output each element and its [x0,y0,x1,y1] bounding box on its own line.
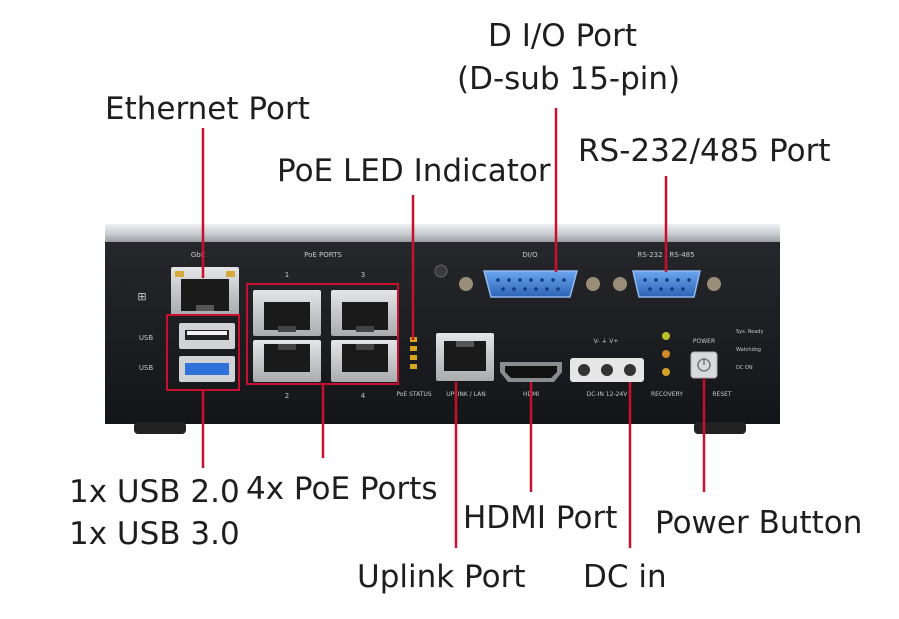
status-leds [662,332,670,376]
label-port-4: 4 [361,392,366,400]
label-led-dc: DC ON [736,365,753,371]
callout-usb-line1: 1x USB 2.0 [69,474,240,510]
panel-screw [434,264,448,278]
rs232-screw-left [613,277,627,291]
dio-screw-right [586,277,600,291]
rs232-port [632,270,701,298]
callout-usb-line2: 1x USB 3.0 [69,516,240,552]
callout-power: Power Button [655,505,863,541]
poe-port-3 [331,290,399,336]
label-reset: RESET [712,391,732,398]
label-dio: DI/O [522,251,538,259]
callout-poe-led: PoE LED Indicator [277,153,551,189]
hdmi-port [500,362,562,382]
label-led-sys: Sys. Ready [736,329,763,335]
callout-dcin: DC in [583,559,667,595]
usb-2-port [179,323,235,349]
callout-uplink: Uplink Port [357,559,526,595]
callout-dio-line2: (D-sub 15-pin) [457,61,681,97]
network-icon: ⊞ [137,290,146,303]
callout-poe-ports: 4x PoE Ports [246,471,438,507]
label-uplink-lan: UPLINK / LAN [446,391,485,398]
label-port-1: 1 [285,271,289,279]
label-poe-status: PoE STATUS [396,391,431,398]
label-recovery: RECOVERY [651,391,683,398]
label-usb-1: USB [139,334,154,342]
dc-in-terminal [570,358,644,382]
label-port-3: 3 [361,271,365,279]
ethernet-port [171,267,239,315]
rs232-screw-right [707,277,721,291]
label-led-wd: Watchdog [736,347,761,353]
usb-3-port [179,356,235,382]
poe-port-1 [253,290,321,336]
dio-port [483,270,578,298]
label-dc-pins: V- ⏚ V+ [594,338,619,345]
uplink-port [436,333,494,381]
dio-screw-left [459,277,473,291]
callout-ethernet: Ethernet Port [105,91,310,127]
chassis-foot-right [694,422,746,434]
callout-dio-line1: D I/O Port [488,18,638,54]
power-button [690,351,718,379]
label-gbe: GbE [191,251,205,259]
label-poe-ports: PoE PORTS [304,251,342,259]
label-dc-in: DC-IN 12-24V [587,391,629,398]
chassis-foot-left [134,422,186,434]
chassis-top-band [105,224,780,244]
label-power: POWER [693,338,715,345]
poe-port-2 [253,340,321,382]
label-usb-2: USB [139,364,154,372]
label-port-2: 2 [285,392,289,400]
callout-rs232: RS-232/485 Port [578,133,831,169]
poe-port-4 [331,340,399,382]
callout-hdmi: HDMI Port [463,500,618,536]
